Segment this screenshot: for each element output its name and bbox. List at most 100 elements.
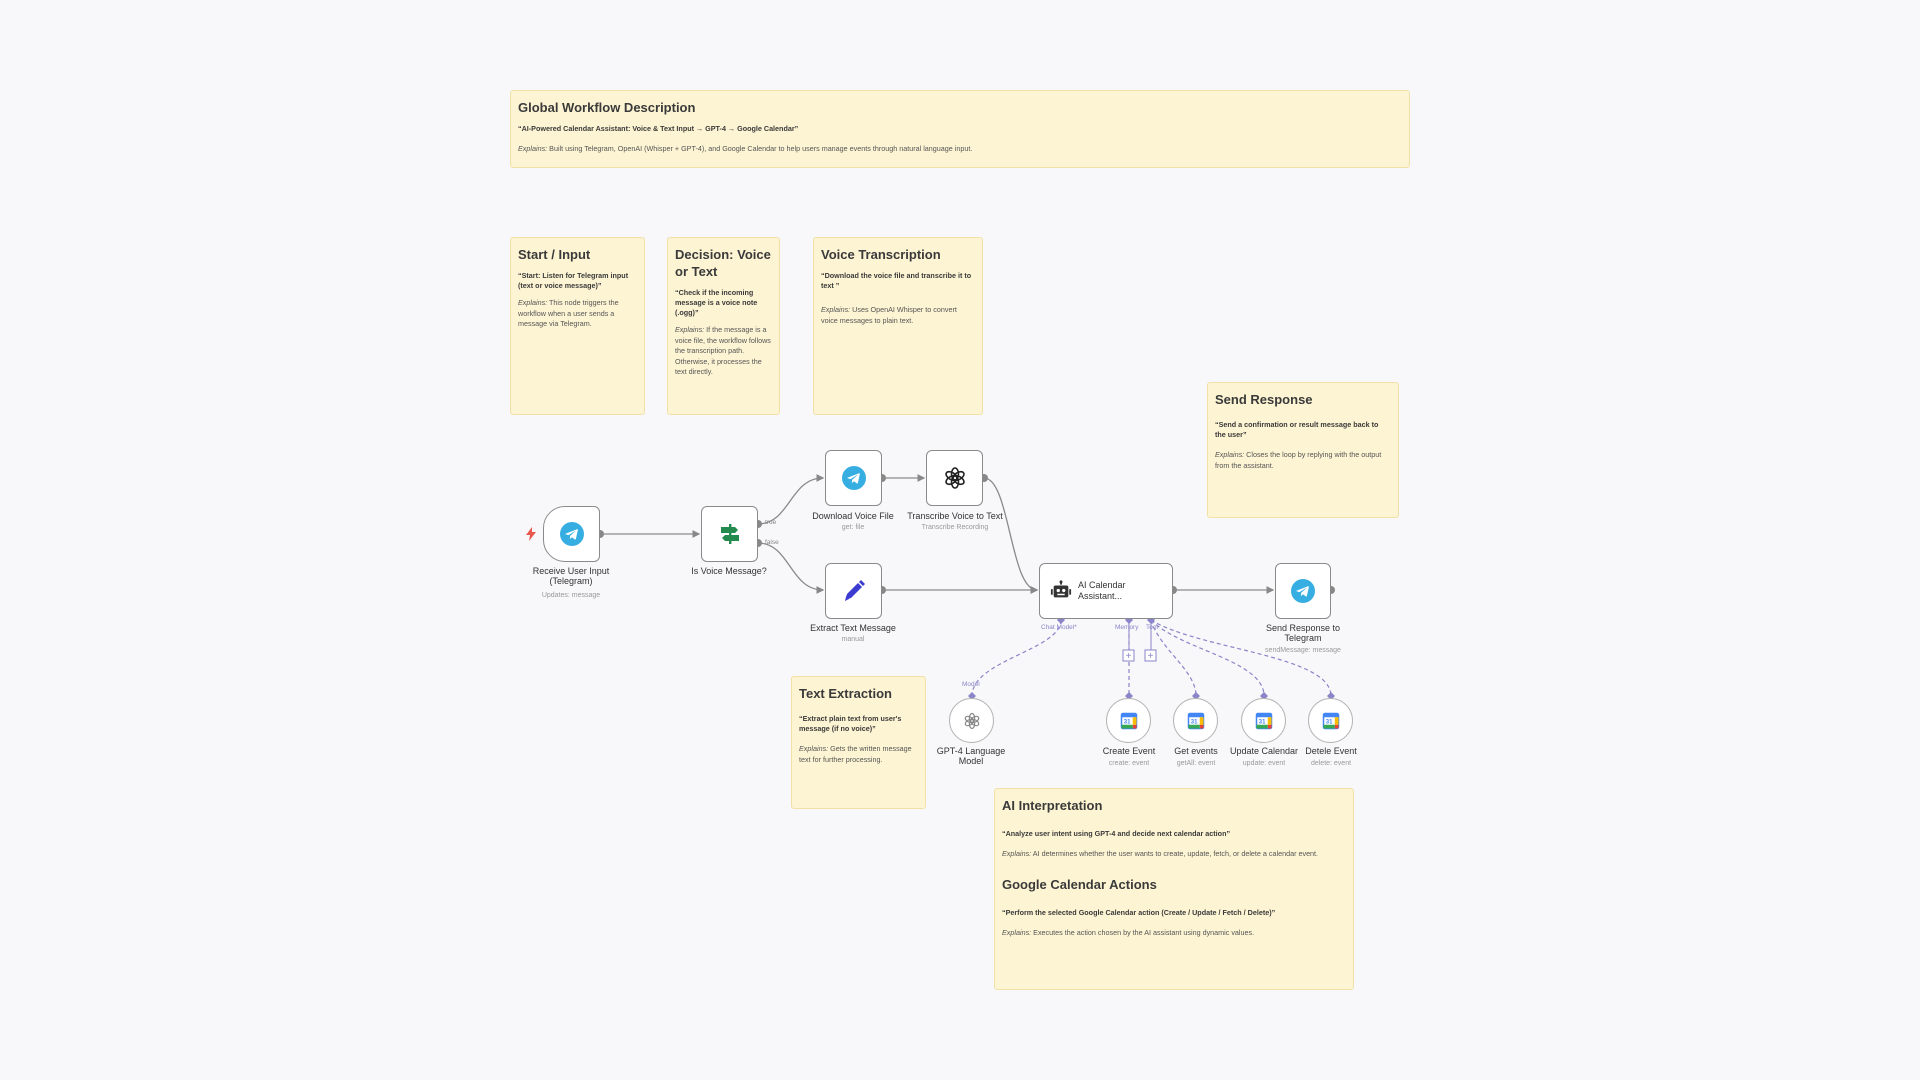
svg-text:+: + xyxy=(1148,651,1154,662)
node-label: Update Calendar xyxy=(1229,746,1299,756)
node-gpt4-language-model[interactable] xyxy=(949,698,994,743)
sticky-quote: “Extract plain text from user's message … xyxy=(799,714,902,733)
sticky-quote: “Start: Listen for Telegram input (text … xyxy=(518,271,629,290)
edge-isvoice-extract[interactable] xyxy=(757,542,825,594)
branch-true-label: true xyxy=(765,519,777,526)
node-transcribe-voice[interactable] xyxy=(926,450,983,506)
sticky-explains: Built using Telegram, OpenAI (Whisper + … xyxy=(549,144,973,153)
node-send-response[interactable] xyxy=(1275,563,1331,619)
sticky-explains: Closes the loop by replying with the out… xyxy=(1215,450,1382,470)
google-calendar-icon: 31 xyxy=(1322,712,1339,729)
node-extract-text-message[interactable] xyxy=(825,563,882,619)
add-memory-button[interactable] xyxy=(1122,649,1135,662)
explains-label: Explains: xyxy=(1002,849,1032,858)
port-tool-label: Tool xyxy=(1146,624,1158,631)
sticky-explains: AI determines whether the user wants to … xyxy=(1032,849,1319,858)
svg-text:31: 31 xyxy=(1123,719,1130,725)
sticky-ai-interpretation[interactable]: AI Interpretation “Analyze user intent u… xyxy=(994,788,1354,990)
sticky-start-input[interactable]: Start / Input “Start: Listen for Telegra… xyxy=(510,237,645,415)
port-chat-model-label: Chat Model* xyxy=(1041,624,1077,631)
node-label: Send Response to Telegram xyxy=(1265,623,1341,643)
edge-transcribe-agent[interactable] xyxy=(983,477,1039,594)
sticky-explains: This node triggers the workflow when a u… xyxy=(518,298,619,328)
sticky-decision[interactable]: Decision: Voice or Text “Check if the in… xyxy=(667,237,780,415)
sticky-quote: “Analyze user intent using GPT-4 and dec… xyxy=(1002,829,1231,838)
sticky-title: Decision: Voice or Text xyxy=(675,247,771,279)
agent-label: AI Calendar Assistant... xyxy=(1078,580,1126,601)
node-label: Transcribe Voice to Text xyxy=(907,511,1003,521)
explains-label: Explains: xyxy=(1215,450,1245,459)
sticky-title: Start / Input xyxy=(518,247,591,262)
edge-model-gpt4[interactable] xyxy=(971,619,1062,697)
google-calendar-icon: 31 xyxy=(1120,712,1137,729)
svg-text:31: 31 xyxy=(1325,719,1332,725)
sticky-text-extraction[interactable]: Text Extraction “Extract plain text from… xyxy=(791,676,926,809)
sticky-title: Send Response xyxy=(1215,392,1313,407)
node-subtitle: create: event xyxy=(1108,760,1150,767)
telegram-icon xyxy=(1291,579,1315,603)
robot-icon xyxy=(1050,580,1072,598)
sticky-explains-2: Executes the action chosen by the AI ass… xyxy=(1033,927,1255,937)
telegram-icon xyxy=(841,466,866,490)
node-subtitle: Transcribe Recording xyxy=(921,524,989,531)
google-calendar-icon: 31 xyxy=(1187,712,1204,729)
node-label: Create Event xyxy=(1102,746,1156,756)
node-subtitle: get: file xyxy=(841,524,865,531)
node-get-events[interactable]: 31 xyxy=(1173,698,1218,743)
telegram-icon xyxy=(559,522,584,546)
svg-text:31: 31 xyxy=(1190,719,1197,725)
node-subtitle: manual xyxy=(841,636,865,643)
sticky-explains: Gets the written message text for furthe… xyxy=(799,744,912,764)
sticky-voice-transcription[interactable]: Voice Transcription “Download the voice … xyxy=(813,237,983,415)
sticky-explains: If the message is a voice file, the work… xyxy=(675,325,771,376)
node-update-calendar[interactable]: 31 xyxy=(1241,698,1286,743)
edge-tool-get[interactable] xyxy=(1150,619,1197,697)
edge-tool-delete[interactable] xyxy=(1150,619,1332,697)
node-label: Detele Event xyxy=(1305,746,1357,756)
pencil-icon xyxy=(844,580,865,601)
sticky-global-description[interactable]: Global Workflow Description “AI-Powered … xyxy=(510,90,1410,168)
sticky-quote-2: “Perform the selected Google Calendar ac… xyxy=(1002,907,1276,917)
node-label: Get events xyxy=(1174,746,1218,756)
node-label: Is Voice Message? xyxy=(691,566,767,576)
node-delete-event[interactable]: 31 xyxy=(1308,698,1353,743)
port-memory-label: Memory xyxy=(1115,624,1139,631)
sticky-title: Voice Transcription xyxy=(821,247,941,262)
node-label: Receive User Input (Telegram) xyxy=(532,566,610,586)
node-subtitle: delete: event xyxy=(1310,760,1352,767)
node-subtitle: update: event xyxy=(1242,760,1286,767)
svg-text:+: + xyxy=(1126,651,1132,662)
explains-label: Explains: xyxy=(1002,927,1032,937)
sticky-explains: Uses OpenAI Whisper to convert voice mes… xyxy=(821,305,957,325)
lightning-icon xyxy=(526,527,536,541)
explains-label: Explains: xyxy=(518,144,548,153)
openai-icon xyxy=(944,467,965,489)
node-download-voice-file[interactable] xyxy=(825,450,882,506)
edge-tool-update[interactable] xyxy=(1150,619,1265,697)
node-label: Download Voice File xyxy=(812,511,894,521)
node-label: Extract Text Message xyxy=(810,623,896,633)
add-tool-button[interactable] xyxy=(1144,649,1157,662)
node-subtitle: sendMessage: message xyxy=(1265,647,1341,654)
node-label: GPT-4 Language Model xyxy=(936,746,1006,766)
openai-icon xyxy=(964,712,979,729)
sticky-title: AI Interpretation xyxy=(1002,798,1103,813)
node-is-voice-message[interactable] xyxy=(701,506,758,562)
sticky-quote: “Send a confirmation or result message b… xyxy=(1215,420,1379,439)
node-create-event[interactable]: 31 xyxy=(1106,698,1151,743)
edge-isvoice-download[interactable] xyxy=(757,474,825,525)
node-receive-user-input[interactable] xyxy=(543,506,600,562)
google-calendar-icon: 31 xyxy=(1255,712,1272,729)
sticky-send-response[interactable]: Send Response “Send a confirmation or re… xyxy=(1207,382,1399,518)
if-branch-icon xyxy=(720,524,739,544)
sticky-quote: “Check if the incoming message is a voic… xyxy=(675,288,758,317)
node-ai-calendar-assistant[interactable]: AI Calendar Assistant... xyxy=(1039,563,1173,619)
sticky-title: Global Workflow Description xyxy=(518,100,696,115)
explains-label: Explains: xyxy=(518,298,548,307)
port-model-label: Model xyxy=(962,681,980,688)
sticky-quote: “Download the voice file and transcribe … xyxy=(821,271,972,290)
explains-label: Explains: xyxy=(675,325,705,334)
branch-false-label: false xyxy=(765,539,779,546)
sticky-title: Text Extraction xyxy=(799,686,892,701)
